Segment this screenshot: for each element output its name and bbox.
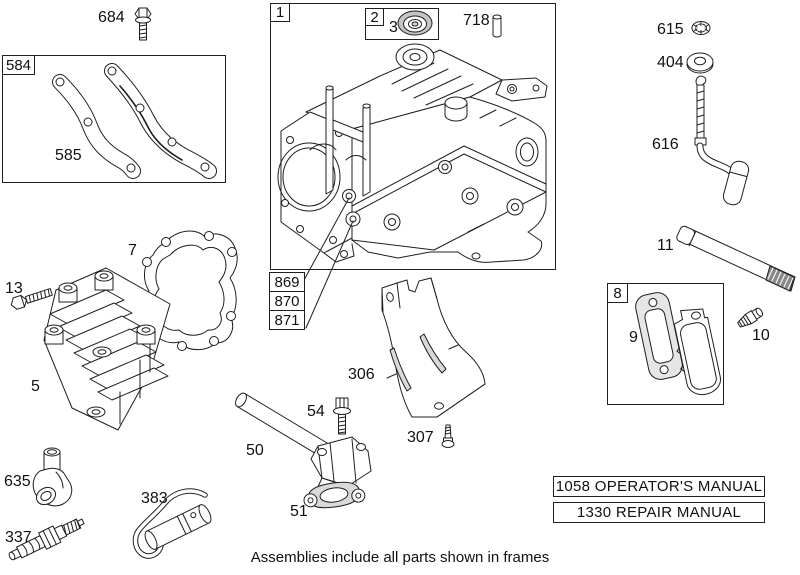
leader-lines-869-871 xyxy=(303,197,354,329)
part-label-616: 616 xyxy=(652,136,679,153)
frame-584-label: 584 xyxy=(5,56,32,74)
part-label-9: 9 xyxy=(629,329,638,346)
part-1-cylinder-assembly-drawing xyxy=(277,43,548,263)
part-616-dipstick-drawing xyxy=(694,75,750,206)
callout-870: 870 xyxy=(269,291,305,311)
part-label-11: 11 xyxy=(657,237,674,254)
part-54-screw-drawing xyxy=(333,397,351,435)
part-label-635: 635 xyxy=(4,473,31,490)
frame-8-tag: 8 xyxy=(607,283,628,303)
callout-869: 869 xyxy=(269,272,305,292)
part-label-3: 3 xyxy=(389,19,398,36)
part-684-bolt-drawing xyxy=(134,7,152,41)
part-306-shield-drawing xyxy=(381,277,486,418)
repair-manual-box: 1330 REPAIR MANUAL xyxy=(553,502,765,523)
part-404-washer-drawing xyxy=(686,52,714,74)
part-635-spark-plug-boot-drawing xyxy=(32,447,73,507)
part-307-screw-drawing xyxy=(441,424,455,448)
part-10-screw-drawing xyxy=(737,307,764,328)
part-label-306: 306 xyxy=(348,366,375,383)
muffler-drawing xyxy=(673,308,721,396)
frame-1-tag: 1 xyxy=(270,3,290,22)
callout-871: 871 xyxy=(269,310,305,330)
operators-manual-label: 1058 OPERATOR'S MANUAL xyxy=(555,478,763,495)
frame-584-tag: 584 xyxy=(2,55,35,75)
part-9-exhaust-gasket-drawing xyxy=(635,292,683,380)
part-label-13: 13 xyxy=(5,280,23,297)
part-label-54: 54 xyxy=(307,403,325,420)
part-11-tube-drawing xyxy=(676,225,796,292)
frame-584 xyxy=(2,55,226,183)
part-label-718: 718 xyxy=(463,12,490,29)
part-label-684: 684 xyxy=(98,9,125,26)
part-337-spark-plug-drawing xyxy=(8,518,85,561)
frame-8 xyxy=(607,283,724,405)
part-5-cylinder-head-drawing xyxy=(43,267,171,431)
part-label-50: 50 xyxy=(246,442,264,459)
operators-manual-box: 1058 OPERATOR'S MANUAL xyxy=(553,476,765,497)
part-label-615: 615 xyxy=(657,21,684,38)
part-585-gaskets-drawing xyxy=(52,63,217,179)
frame-8-label: 8 xyxy=(613,284,622,302)
part-label-404: 404 xyxy=(657,54,684,71)
part-label-5: 5 xyxy=(31,378,40,395)
frame-1-label: 1 xyxy=(275,4,285,21)
frame-1 xyxy=(270,3,556,270)
part-50-dipstick-tube-drawing xyxy=(235,392,372,494)
frame-2-tag: 2 xyxy=(365,8,384,26)
part-label-10: 10 xyxy=(752,327,770,344)
part-383-spark-plug-wrench-drawing xyxy=(132,488,212,559)
part-label-307: 307 xyxy=(407,429,434,446)
part-label-51: 51 xyxy=(290,503,308,520)
part-51-gasket-drawing xyxy=(303,481,366,509)
frame-2-label: 2 xyxy=(370,8,379,26)
part-3-oil-seal-drawing xyxy=(397,10,433,36)
part-label-383: 383 xyxy=(141,490,168,507)
callout-stack-869-871: 869 870 871 xyxy=(269,272,305,330)
part-13-bolt-drawing xyxy=(10,288,53,310)
repair-manual-label: 1330 REPAIR MANUAL xyxy=(576,504,742,521)
part-label-7: 7 xyxy=(128,242,137,259)
part-718-pin-drawing xyxy=(492,14,502,38)
part-615-lock-nut-drawing xyxy=(691,21,711,35)
part-label-585: 585 xyxy=(55,147,82,164)
part-label-337: 337 xyxy=(5,529,32,546)
footer-note: Assemblies include all parts shown in fr… xyxy=(250,549,550,566)
